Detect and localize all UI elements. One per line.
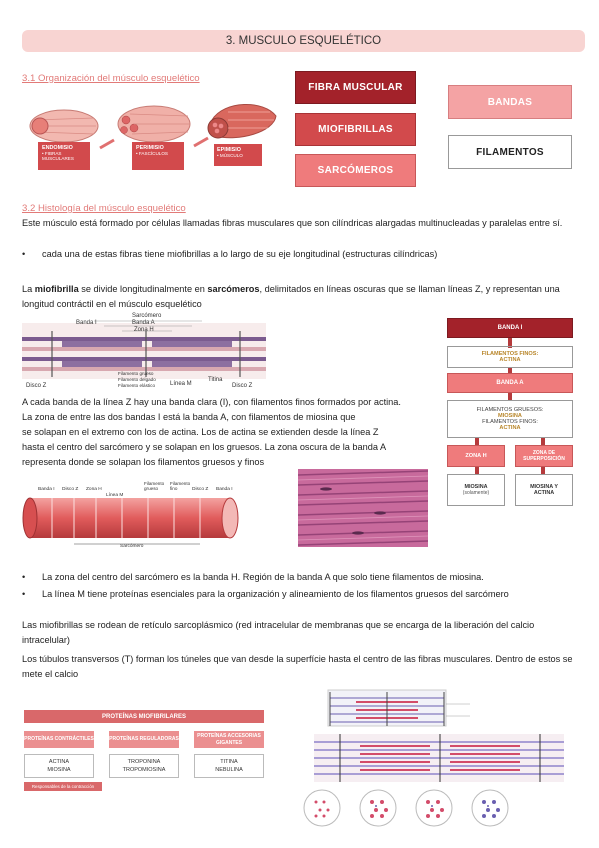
sarcomere-illustration <box>22 320 266 379</box>
proteins-accesorias-items: TITINA NEBULINA <box>194 754 264 778</box>
box-filamentos: FILAMENTOS <box>448 135 572 169</box>
fiber-label-banda-i-right: Banda I <box>216 487 233 492</box>
bullet-linea-m: •La línea M tiene proteínas esenciales p… <box>22 589 509 599</box>
fiber-label-linea-m: Línea M <box>106 493 124 498</box>
sarcomere-diagram: Sarcómero Banda A Banda I Zona H Disco Z… <box>22 313 266 393</box>
flow-arrow-3 <box>508 393 512 401</box>
flow-arrow-1 <box>508 338 512 348</box>
page-title: 3. MUSCULO ESQUELÉTICO <box>22 30 585 52</box>
micrograph-illustration <box>298 469 428 547</box>
paragraph-miofibrilla: La miofibrilla se divide longitudinalmen… <box>22 284 560 309</box>
proteins-contractiles-items: ACTINA MIOSINA <box>24 754 94 778</box>
fiber-cylinder-diagram: Banda I Disco Z Zona H Línea M Filamento… <box>22 478 242 554</box>
flow-arrow-2 <box>508 368 512 374</box>
flow-zona-superposicion: ZONA DE SUPERPOSICIÓN <box>515 445 573 467</box>
fiber-label-filamento-grueso: Filamento grueso <box>144 481 165 491</box>
label-filamento-grueso: Filamento grueso <box>118 371 154 376</box>
proteins-accesorias-head: PROTEÍNAS ACCESORIAS GIGANTES <box>194 731 264 748</box>
label-banda-a-top: Banda A <box>132 320 155 326</box>
flow-arrow-6 <box>475 467 479 475</box>
flow-filamentos-gruesos: FILAMENTOS GRUESOS: MIOSINA FILAMENTOS F… <box>447 400 573 438</box>
label-epimisio: EPIMISIO • MÚSCULO <box>217 147 243 158</box>
muscle-organization-diagram: ENDOMISIO • FIBRAS MUSCULARES PERIMISIO … <box>24 90 280 174</box>
label-filamento-delgado: Filamento delgado <box>118 377 156 382</box>
band-flow-chart: BANDA I FILAMENTOS FINOS: ACTINA BANDA A… <box>447 318 573 508</box>
label-perimisio: PERIMISIO • FASCÍCULOS <box>136 145 168 156</box>
label-disco-z-right: Disco Z <box>232 383 253 389</box>
paragraph-reticulo: Las miofibrillas se rodean de retículo s… <box>22 620 535 645</box>
flow-filamentos-finos: FILAMENTOS FINOS: ACTINA <box>447 346 573 368</box>
fiber-label-disco-z-right: Disco Z <box>192 487 209 492</box>
label-disco-z-left: Disco Z <box>26 383 47 389</box>
fiber-label-filamento-fino: Filamento fino <box>170 481 191 491</box>
label-banda-i-top: Banda I <box>76 320 97 326</box>
proteins-table: PROTEÍNAS MIOFIBRILARES PROTEÍNAS CONTRÁ… <box>24 710 264 791</box>
proteins-footer: Responsables de la contracción <box>24 782 102 791</box>
proteins-reguladoras-head: PROTEÍNAS REGULADORAS <box>109 731 179 748</box>
flow-zona-h: ZONA H <box>447 445 505 467</box>
proteins-header: PROTEÍNAS MIOFIBRILARES <box>24 710 264 723</box>
bullet-miofibrillas: •cada una de estas fibras tiene miofibri… <box>22 249 438 259</box>
muscle-illustration <box>29 104 277 170</box>
label-sarcomero-top: Sarcómero <box>132 313 162 319</box>
box-bandas: BANDAS <box>448 85 572 119</box>
fiber-label-disco-z-left: Disco Z <box>62 487 79 492</box>
proteins-reguladoras-items: TROPONINA TROPOMIOSINA <box>109 754 179 778</box>
label-linea-m: Línea M <box>170 381 192 387</box>
fiber-label-sarcomero: Sarcómero <box>120 544 144 549</box>
label-endomisio: ENDOMISIO • FIBRAS MUSCULARES <box>42 145 74 161</box>
box-sarcomeros: SARCÓMEROS <box>295 154 416 187</box>
myofibril-structure-diagram <box>300 686 585 836</box>
micrograph-image <box>298 469 428 547</box>
paragraph-tubulos: Los túbulos transversos (T) forman los t… <box>22 654 573 679</box>
flow-banda-i: BANDA I <box>447 318 573 338</box>
label-zona-h-top: Zona H <box>134 327 154 333</box>
flow-arrow-7 <box>541 467 545 475</box>
fiber-label-banda-i-left: Banda I <box>38 487 55 492</box>
fiber-label-zona-h: Zona H <box>86 487 102 492</box>
section-heading-organizacion: 3.1 Organización del músculo esquelético <box>22 73 200 84</box>
flow-arrow-4 <box>475 438 479 446</box>
flow-banda-a: BANDA A <box>447 373 573 393</box>
flow-arrow-5 <box>541 438 545 446</box>
myofibril-illustration <box>303 689 564 827</box>
flow-miosina-solamente: MIOSINA (solamente) <box>447 474 505 506</box>
bullet-banda-h: •La zona del centro del sarcómero es la … <box>22 572 484 582</box>
label-filamento-elastico: Filamento elástico <box>118 383 156 388</box>
section-heading-histologia: 3.2 Histología del músculo esquelético <box>22 203 186 214</box>
paragraph-bandas: A cada banda de la línea Z hay una banda… <box>22 397 401 467</box>
box-fibra-muscular: FIBRA MUSCULAR <box>295 71 416 104</box>
flow-miosina-actina: MIOSINA Y ACTINA <box>515 474 573 506</box>
label-titina: Titina <box>208 377 223 383</box>
proteins-contractiles-head: PROTEÍNAS CONTRÁCTILES <box>24 731 94 748</box>
fiber-illustration <box>22 497 239 545</box>
box-miofibrillas: MIOFIBRILLAS <box>295 113 416 146</box>
paragraph-fibras: Este músculo está formado por células ll… <box>22 218 563 228</box>
